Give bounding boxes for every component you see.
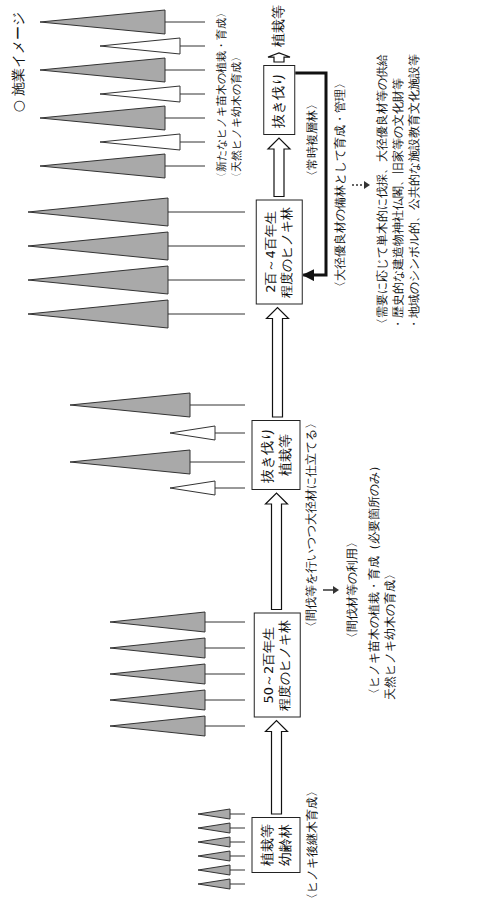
note-label: 〈間伐材等の利用〉 [345,536,359,644]
box-text: 抜き伐り [270,72,288,128]
tree-crown [40,106,165,130]
note-label: 〈間伐等を行いつつ大径材に仕立てる〉 [304,417,318,633]
young-tree [170,481,215,495]
tree-trunk [168,246,245,247]
note-label: 〈需要に応じて単木的に伐採、大径優良材等の供給 [375,54,389,330]
block-arrow [266,721,288,815]
tree-crown [110,612,205,632]
box-text: 植栽等 幼齢林 [259,824,294,866]
young-tree [198,879,230,889]
note-label: 天然ヒノキ幼木の育成〉 [383,568,397,700]
tree-trunk [230,814,245,815]
young-tree [198,865,230,875]
tree-trunk [230,856,245,857]
block-arrow [266,493,288,610]
block-arrow [267,308,289,418]
young-tree [198,823,230,833]
tree-trunk [168,212,245,213]
tree-trunk [190,405,245,406]
process-box: 50～2百年生 程度のヒノキ林 [254,613,301,718]
tree-trunk [190,462,245,463]
box-text: 植栽等 [270,5,288,47]
box-text: 抜き伐り 植栽等 [259,427,294,483]
tree-crown [28,300,168,328]
tree-crown [40,10,165,34]
tree-trunk [168,314,245,315]
tree-crown [70,393,190,417]
note-label: 〈ヒノキ苗木の植栽・育成（必要箇所のみ） [367,460,381,700]
tree-crown [110,638,205,658]
box-text: 2百～4百年生 程度のヒノキ林 [263,207,296,298]
tree-trunk [165,22,205,23]
block-arrow [268,53,290,62]
tree-crown [110,664,205,684]
note-label: 〈天然ヒノキ幼木の育成〉 [230,51,243,183]
tree-trunk [165,70,205,71]
tree-crown [40,154,165,178]
young-tree [170,426,215,440]
note-label: 〈ヒノキ後継木育成〉 [305,785,319,905]
block-arrow [268,138,290,197]
tree-trunk [165,166,205,167]
note-label: 〈新たなヒノキ苗木の植栽・育成〉 [215,7,228,183]
tree-trunk [180,46,205,47]
tree-crown [110,716,205,736]
tree-trunk [205,674,245,675]
tree-trunk [205,726,245,727]
young-tree [100,134,180,150]
process-box: 抜き伐り 植栽等 [252,420,301,490]
tree-trunk [230,842,245,843]
tree-crown [110,690,205,710]
young-tree [100,38,180,54]
young-tree [198,837,230,847]
tree-trunk [205,700,245,701]
tree-crown [28,198,168,226]
diagram-title: ○ 施業イメージ [10,12,27,113]
note-label: ・地域のシンボル的、公共的な施設教育文化施設等 [407,54,421,330]
process-box: 抜き伐り [263,65,295,135]
tree-trunk [215,433,245,434]
tree-trunk [180,142,205,143]
process-step: 植栽等 [267,2,291,50]
process-box: 植栽等 幼齢林 [252,817,301,873]
pointer-arrow [352,184,364,186]
young-tree [100,86,180,102]
tree-trunk [205,648,245,649]
tree-trunk [230,870,245,871]
tree-trunk [180,94,205,95]
tree-trunk [165,118,205,119]
note-label: ・歴史的な建造物神社仏閣、旧家等の文化財等 [391,78,405,330]
note-label: 〈常時複層林〉 [305,98,319,182]
tree-crown [28,266,168,294]
tree-trunk [205,622,245,623]
tree-crown [70,450,190,474]
tree-trunk [230,828,245,829]
note-label: 〈大径優良材の備林として育成・管理〉 [333,77,347,293]
pointer-arrowhead [333,586,339,594]
pointer-arrow [323,589,333,591]
tree-crown [28,232,168,260]
tree-crown [40,58,165,82]
tree-trunk [168,280,245,281]
pointer-arrowhead [364,181,370,189]
process-box: 2百～4百年生 程度のヒノキ林 [256,200,303,305]
tree-trunk [230,884,245,885]
young-tree [198,809,230,819]
young-tree [198,851,230,861]
tree-trunk [215,488,245,489]
box-text: 50～2百年生 程度のヒノキ林 [261,620,294,711]
